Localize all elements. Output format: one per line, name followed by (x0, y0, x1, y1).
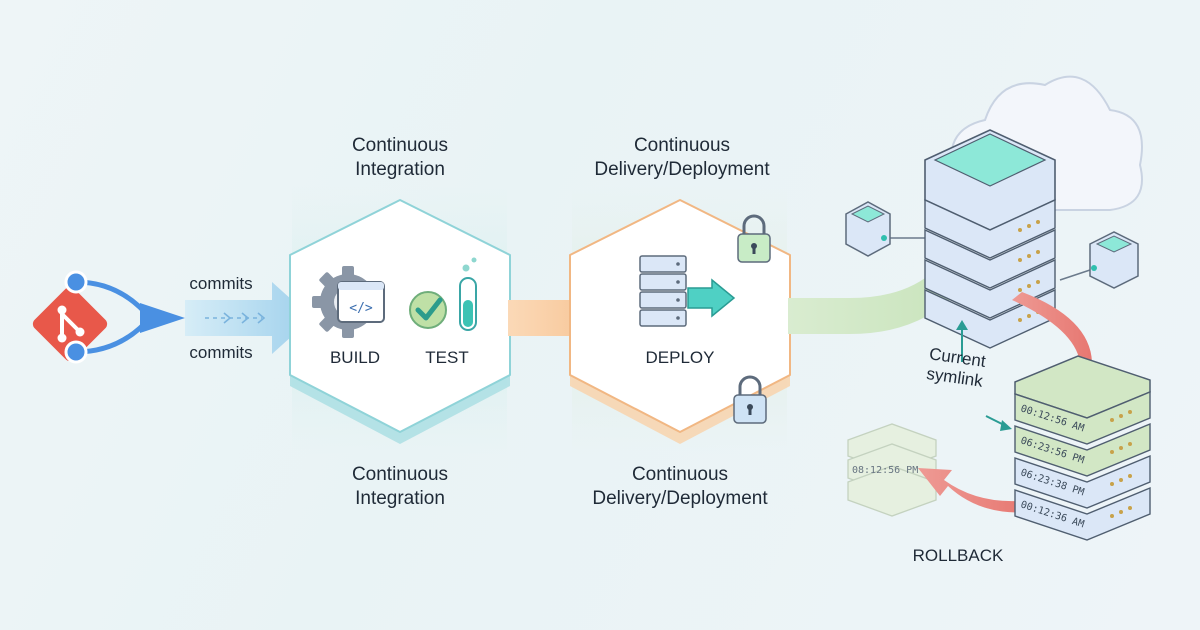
release-led (1110, 482, 1114, 486)
commit-node-top (64, 270, 88, 294)
server-led (1036, 250, 1040, 254)
release-led (1119, 446, 1123, 450)
lock-icon (733, 375, 767, 424)
server-led (1027, 314, 1031, 318)
release-led (1128, 474, 1132, 478)
node-cube-left (845, 201, 891, 257)
release-led (1119, 478, 1123, 482)
ci-title-bottom-line2: Integration (355, 488, 445, 509)
server-led (1018, 228, 1022, 232)
release-led (1128, 506, 1132, 510)
server-led (1027, 284, 1031, 288)
cd-title-top-line1: Continuous (633, 135, 731, 156)
commits-label-top: commits (189, 274, 253, 293)
release-led (1128, 442, 1132, 446)
deploy-to-server-band (788, 270, 958, 334)
checkmark-icon (409, 291, 447, 329)
release-led (1110, 514, 1114, 518)
merge-arrowhead (140, 303, 185, 333)
release-unit (1014, 486, 1151, 541)
cd-title-bottom-line2: Delivery/Deployment (592, 488, 768, 509)
release-led (1119, 414, 1123, 418)
cd-title-bottom-line1: Continuous (631, 464, 729, 485)
server-unit (924, 198, 1056, 259)
cd-title-top: Continuous Delivery/Deployment (572, 134, 792, 182)
server-unit (924, 258, 1056, 319)
test-label: TEST (425, 348, 469, 367)
cd-title-top-line2: Delivery/Deployment (594, 159, 770, 180)
ci-title-top-line1: Continuous (351, 135, 449, 156)
release-led (1110, 418, 1114, 422)
server-to-releases-arrow (1012, 292, 1092, 362)
server-led (1036, 280, 1040, 284)
server-led (1027, 254, 1031, 258)
release-led (1119, 510, 1123, 514)
server-led (1018, 258, 1022, 262)
release-led (1128, 410, 1132, 414)
ci-title-top: Continuous Integration (320, 134, 480, 182)
server-led (1018, 288, 1022, 292)
commits-dashes (205, 312, 266, 324)
release-unit (1014, 422, 1151, 477)
build-label: BUILD (329, 348, 381, 367)
server-unit (924, 228, 1056, 289)
ghost-release-stack: 08:12:56 PM (847, 423, 937, 517)
server-stack-icon (639, 255, 736, 327)
gear-code-icon: </> (312, 266, 385, 338)
deploy-label: DEPLOY (645, 348, 715, 367)
release-led (1110, 450, 1114, 454)
symlink-up-arrow (956, 320, 968, 362)
ghost-timestamp: 08:12:56 PM (852, 465, 918, 476)
git-icon (32, 286, 108, 362)
server-led (1027, 224, 1031, 228)
commits-label-bottom: commits (189, 343, 253, 362)
ci-title-bottom-line1: Continuous (351, 464, 449, 485)
symlink-pointer-arrow (985, 415, 1012, 431)
cd-title-bottom: Continuous Delivery/Deployment (570, 463, 790, 511)
node-cube-right (1089, 231, 1139, 289)
server-led (1018, 318, 1022, 322)
ci-title-top-line2: Integration (355, 159, 445, 180)
test-tube-icon (459, 257, 477, 331)
release-unit (1014, 390, 1151, 445)
release-unit (1014, 454, 1151, 509)
svg-text:</>: </> (349, 301, 373, 316)
lock-icon (737, 214, 771, 263)
server-stack (924, 129, 1056, 349)
ci-hexagon (289, 199, 511, 433)
rollback-arrow (918, 468, 1030, 513)
server-connectors (885, 237, 1091, 281)
rollback-label: ROLLBACK (912, 546, 1004, 565)
commit-node-bottom (64, 340, 88, 364)
ci-title-bottom: Continuous Integration (320, 463, 480, 511)
server-led (1036, 220, 1040, 224)
